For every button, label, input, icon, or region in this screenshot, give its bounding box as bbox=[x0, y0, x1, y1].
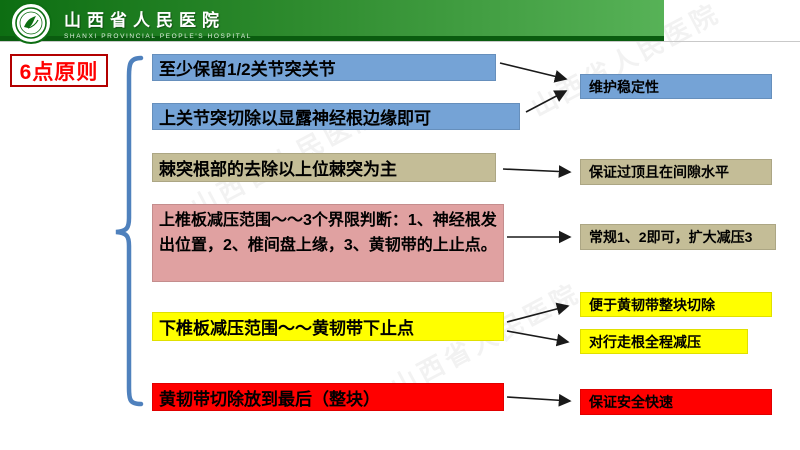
principle-3-text: 棘突根部的去除以上位棘突为主 bbox=[159, 160, 397, 179]
principle-box-2: 上关节突切除以显露神经根边缘即可 bbox=[152, 103, 520, 130]
arrow-principle1-to-stability bbox=[499, 62, 568, 83]
outcome-box-traversing: 对行走根全程减压 bbox=[580, 329, 748, 354]
hospital-name-en: SHANXI PROVINCIAL PEOPLE'S HOSPITAL bbox=[64, 33, 253, 40]
header-bar bbox=[0, 0, 664, 41]
principle-box-4: 上椎板减压范围～～3个界限判断：1、神经根发出位置，2、椎间盘上缘，3、黄韧带的… bbox=[152, 204, 504, 282]
outcome-box-overtop: 保证过顶且在间隙水平 bbox=[580, 159, 772, 185]
principle-box-3: 棘突根部的去除以上位棘突为主 bbox=[152, 153, 496, 182]
outcome-6-text: 保证安全快速 bbox=[589, 394, 673, 410]
principle-1-text: 至少保留1/2关节突关节 bbox=[159, 60, 336, 79]
principle-5-text: 下椎板减压范围～～黄韧带下止点 bbox=[159, 319, 414, 338]
arrow-principle3-to-overtop bbox=[502, 165, 572, 178]
hospital-logo bbox=[10, 2, 52, 44]
principle-box-5: 下椎板减压范围～～黄韧带下止点 bbox=[152, 312, 504, 341]
outcome-4-text: 便于黄韧带整块切除 bbox=[589, 296, 715, 313]
page-title: 6点原则 bbox=[10, 54, 108, 87]
principle-box-6: 黄韧带切除放到最后（整块） bbox=[152, 383, 504, 411]
outcome-box-enbloc: 便于黄韧带整块切除 bbox=[580, 292, 772, 317]
header-divider bbox=[0, 41, 800, 42]
left-brace bbox=[115, 55, 144, 407]
arrow-principle5-to-enbloc bbox=[506, 302, 570, 323]
outcome-1-text: 维护稳定性 bbox=[589, 78, 659, 95]
principle-6-text: 黄韧带切除放到最后（整块） bbox=[159, 389, 380, 409]
principle-4-text: 上椎板减压范围～～3个界限判断：1、神经根发出位置，2、椎间盘上缘，3、黄韧带的… bbox=[159, 212, 497, 254]
outcome-box-routine: 常规1、2即可，扩大减压3 bbox=[580, 224, 776, 250]
hospital-name-block: 山西省人民医院 SHANXI PROVINCIAL PEOPLE'S HOSPI… bbox=[64, 6, 252, 40]
outcome-5-text: 对行走根全程减压 bbox=[589, 333, 701, 350]
hospital-logo-icon bbox=[15, 7, 47, 39]
principle-box-1: 至少保留1/2关节突关节 bbox=[152, 54, 496, 81]
arrow-principle6-to-safety bbox=[506, 393, 572, 407]
outcome-3-text: 常规1、2即可，扩大减压3 bbox=[589, 229, 753, 245]
outcome-2-text: 保证过顶且在间隙水平 bbox=[589, 164, 729, 180]
outcome-box-stability: 维护稳定性 bbox=[580, 74, 772, 99]
arrow-principle5-to-traversing bbox=[506, 330, 570, 347]
hospital-name: 山西省人民医院 bbox=[64, 11, 225, 30]
outcome-box-safety: 保证安全快速 bbox=[580, 389, 772, 415]
principle-2-text: 上关节突切除以显露神经根边缘即可 bbox=[159, 109, 431, 128]
arrow-principle2-to-stability bbox=[525, 90, 568, 113]
